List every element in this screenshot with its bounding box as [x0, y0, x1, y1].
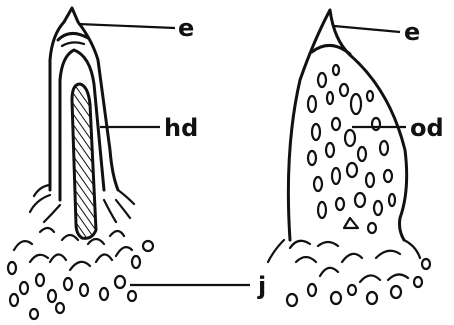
- bone-oval: [30, 309, 38, 319]
- label-left-enamel: e: [178, 14, 194, 42]
- left-bone-arcs: [14, 228, 132, 270]
- bone-oval: [48, 290, 56, 302]
- label-bone: j: [257, 272, 266, 300]
- label-left-hard-dentine: hd: [164, 114, 198, 142]
- bone-oval: [367, 292, 377, 304]
- right-bone-arcs: [268, 240, 420, 282]
- bone-oval: [36, 274, 44, 286]
- bone-oval: [8, 262, 16, 274]
- left-enamel-inner: [62, 42, 84, 46]
- bone-oval: [115, 276, 125, 288]
- right-tooth-outline: [288, 10, 406, 240]
- right-tooth: [268, 10, 430, 306]
- bone-oval: [20, 282, 28, 294]
- bone-oval: [308, 284, 316, 296]
- label-right-osteodentine: od: [410, 114, 444, 142]
- bone-oval: [287, 294, 297, 306]
- label-right-enamel: e: [404, 18, 420, 46]
- left-tooth: [8, 8, 153, 319]
- bone-oval: [331, 292, 341, 304]
- bone-oval: [132, 256, 140, 268]
- bone-oval: [422, 259, 430, 269]
- bone-oval: [80, 284, 88, 296]
- bone-oval: [128, 291, 136, 301]
- bone-oval: [391, 286, 401, 298]
- bone-oval: [100, 288, 108, 300]
- bone-oval: [143, 241, 153, 251]
- bone-oval: [56, 303, 64, 313]
- leader-right-enamel: [334, 26, 400, 32]
- leader-left-enamel: [78, 24, 175, 28]
- bone-oval: [348, 285, 356, 295]
- bone-oval: [414, 277, 422, 287]
- right-osteodentine: [308, 65, 395, 233]
- bone-oval: [10, 294, 18, 306]
- bone-oval: [64, 278, 72, 290]
- left-hard-dentine-core: [72, 84, 96, 238]
- left-enamel-cap: [58, 33, 88, 40]
